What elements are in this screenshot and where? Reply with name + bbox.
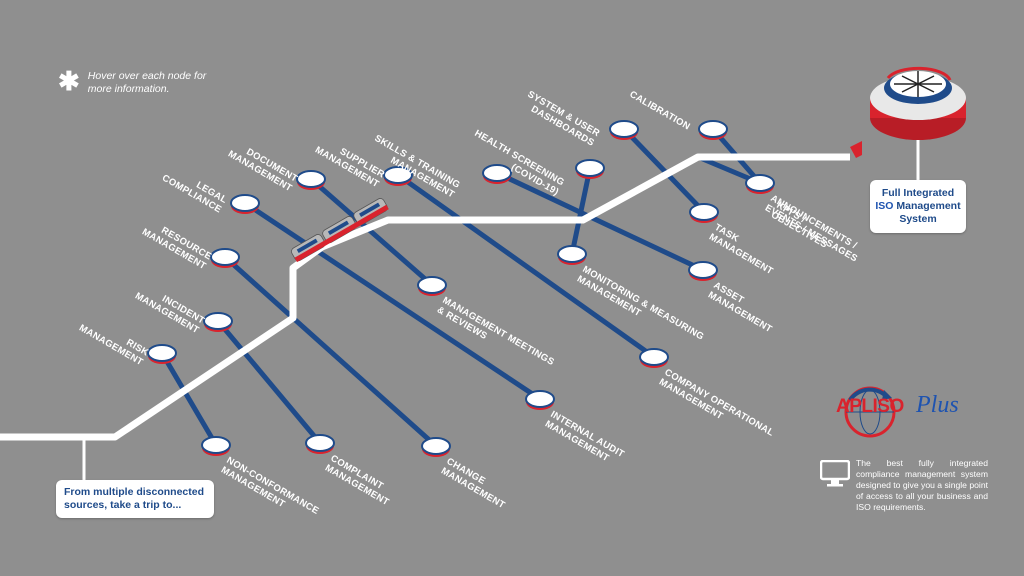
node-change[interactable] <box>421 437 451 457</box>
node-legal[interactable] <box>230 194 260 214</box>
node-risk[interactable] <box>147 344 177 364</box>
end-callout-iso: ISO <box>875 200 894 212</box>
track-line <box>622 127 706 214</box>
hover-hint: ✱ Hover over each node for more informat… <box>58 66 208 96</box>
asterisk-icon: ✱ <box>58 66 80 96</box>
track-line <box>159 351 219 447</box>
iso-hub-icon <box>850 66 966 158</box>
globe-arrow-logo <box>844 386 896 438</box>
node-calibration[interactable] <box>698 120 728 140</box>
end-callout: Full Integrated ISO Management System <box>870 180 966 233</box>
track-line <box>309 177 434 287</box>
train-icon <box>291 198 389 263</box>
node-health-screening[interactable] <box>575 159 605 179</box>
hint-text: Hover over each node for more informatio… <box>87 70 207 95</box>
track-line <box>216 319 322 445</box>
node-non-conformance[interactable] <box>201 436 231 456</box>
brand-name: APLISO <box>836 396 904 417</box>
end-callout-line3: System <box>899 213 937 225</box>
node-internal-audit[interactable] <box>525 390 555 410</box>
node-complaint[interactable] <box>305 434 335 454</box>
node-document[interactable] <box>296 170 326 190</box>
node-resource[interactable] <box>210 248 240 268</box>
track-line <box>569 167 593 255</box>
node-monitoring-measuring[interactable] <box>557 245 587 265</box>
monitor-icon <box>819 459 851 488</box>
node-skills-training[interactable] <box>482 164 512 184</box>
track-line <box>243 200 542 402</box>
track-line <box>396 172 656 360</box>
node-task[interactable] <box>689 203 719 223</box>
start-callout: From multiple disconnected sources, take… <box>56 480 214 518</box>
apliso-plus-logo: APLISO Plus <box>832 380 982 440</box>
node-management-meetings[interactable] <box>417 276 447 296</box>
node-incident[interactable] <box>203 312 233 332</box>
end-callout-line1: Full Integrated <box>881 187 955 199</box>
node-system-user[interactable] <box>609 120 639 140</box>
end-callout-line2: Management <box>896 200 961 212</box>
tagline: The best fully integrated compliance man… <box>856 458 988 512</box>
node-company-operational[interactable] <box>639 348 669 368</box>
track-line <box>495 170 705 273</box>
node-announcements-[interactable] <box>745 174 775 194</box>
node-supplier[interactable] <box>383 166 413 186</box>
node-asset[interactable] <box>688 261 718 281</box>
track-line <box>223 255 438 448</box>
brand-suffix: Plus <box>916 392 959 418</box>
